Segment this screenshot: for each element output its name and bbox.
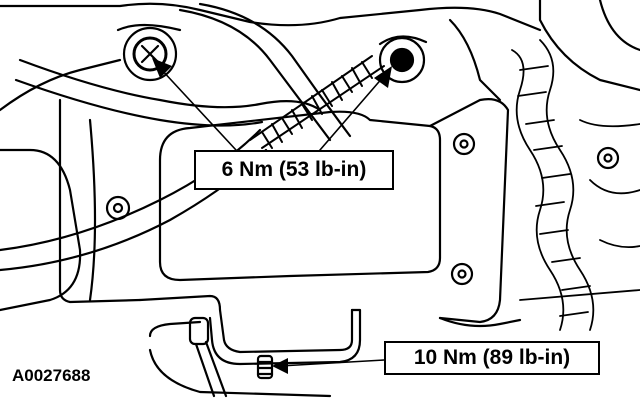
- arrowhead-upper-left: [152, 58, 172, 78]
- arrowhead-upper-right: [374, 66, 392, 88]
- torque-callout-upper-bolts: 6 Nm (53 lb-in): [194, 150, 394, 190]
- lower-bracket: [148, 316, 332, 398]
- upper-left-bolt: [116, 23, 182, 82]
- upper-right-bolt: [378, 35, 428, 84]
- figure-id-label: A0027688: [12, 366, 91, 385]
- wiring-harness: [511, 39, 640, 331]
- mounting-studs: [105, 132, 620, 286]
- arrowheads: [152, 58, 392, 374]
- coil-spring: [249, 55, 385, 149]
- torque-callout-lower-bolt: 10 Nm (89 lb-in): [384, 341, 600, 375]
- leader-lines: [159, 67, 385, 367]
- arrowhead-lower: [272, 358, 288, 374]
- engine-block-outline: [0, 0, 640, 312]
- lower-bolt: [256, 354, 274, 380]
